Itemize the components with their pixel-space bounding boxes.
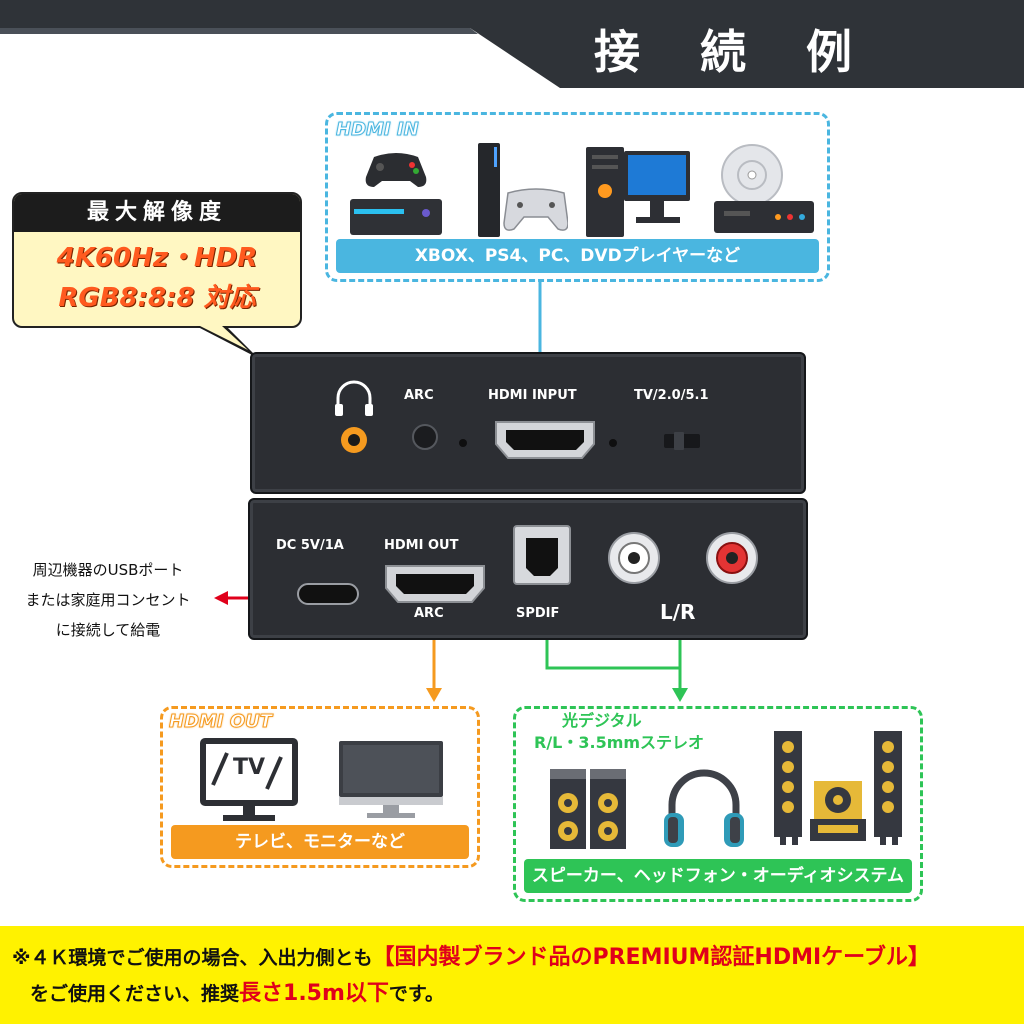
lr-label: L/R (660, 600, 696, 624)
hdmi-out-caption: テレビ、モニターなど (171, 825, 469, 859)
usage-note-line-2-suffix: です。 (388, 983, 445, 1005)
device-rear-panel: DC 5V/1A HDMI OUT ARC SPDIF L/R (248, 498, 808, 640)
usage-note: ※４Ｋ環境でご使用の場合、入出力側とも【国内製ブランド品のPREMIUM認証HD… (0, 926, 1024, 1024)
arc-button[interactable] (410, 422, 440, 452)
monitor-icon (339, 741, 443, 818)
audio-system-icon (774, 731, 902, 845)
arc-button-label: ARC (404, 388, 434, 403)
tv-icon-text: TV (233, 755, 266, 780)
headphones-icon (664, 769, 744, 847)
tv-mode-switch[interactable] (662, 430, 702, 452)
dvd-player-icon (714, 144, 814, 233)
page-title: 接 続 例 (593, 25, 874, 79)
usage-note-line-2: をご使用ください、推奨長さ1.5m以下です。 (12, 976, 1012, 1012)
arc-output-label: ARC (414, 606, 444, 621)
xbox-icon (350, 153, 442, 235)
resolution-pointer (196, 326, 258, 358)
spdif-label: SPDIF (516, 606, 560, 621)
arc-led (459, 439, 467, 447)
usage-note-cable-warning: 【国内製ブランド品のPREMIUM認証HDMIケーブル】 (372, 945, 930, 970)
headphone-jack-icon (335, 380, 373, 416)
bookshelf-speaker-icon (550, 769, 626, 849)
resolution-box: 最大解像度 4K60Hz・HDR RGB8:8:8 対応 (12, 192, 302, 328)
audio-label-line-1: 光デジタル (562, 711, 642, 730)
resolution-line-1: 4K60Hz・HDR (56, 243, 258, 273)
hdmi-out-group: HDMI OUT TV テレビ、モニターなど (160, 706, 480, 868)
hdmi-in-caption: XBOX、PS4、PC、DVDプレイヤーなど (336, 239, 819, 273)
ps4-icon (478, 143, 568, 237)
audio-label-line-2: R/L・3.5mmステレオ (534, 733, 705, 752)
dc-power-label: DC 5V/1A (276, 538, 344, 553)
resolution-heading: 最大解像度 (14, 194, 300, 232)
input-led (609, 439, 617, 447)
rca-right-port[interactable] (704, 530, 760, 586)
usb-note-line-2: または家庭用コンセント (25, 591, 191, 609)
rca-left-port[interactable] (606, 530, 662, 586)
hdmi-in-group: HDMI IN XBOX、PS4、PC、DVDプレイヤーなど (325, 112, 830, 282)
pc-icon (586, 147, 690, 237)
usb-c-power-port[interactable] (296, 580, 360, 608)
usb-note-line-3: に接続して給電 (55, 621, 161, 639)
usb-note-line-1: 周辺機器のUSBポート (32, 561, 184, 579)
device-front-panel: ARC HDMI INPUT TV/2.0/5.1 (250, 352, 806, 494)
spdif-optical-port[interactable] (512, 524, 572, 588)
usage-note-line-2-text: をご使用ください、推奨 (30, 983, 240, 1005)
hdmi-in-label: HDMI IN (336, 119, 420, 141)
tv-mode-label: TV/2.0/5.1 (634, 388, 709, 403)
hdmi-output-port[interactable] (382, 562, 488, 606)
audio-jack-port[interactable] (338, 424, 370, 456)
usage-note-line-1-text: ※４Ｋ環境でご使用の場合、入出力側とも (12, 947, 373, 969)
header-banner (0, 0, 1024, 88)
audio-caption: スピーカー、ヘッドフォン・オーディオシステムなど (524, 859, 912, 920)
usb-power-note: 周辺機器のUSBポート または家庭用コンセント に接続して給電 (8, 555, 208, 645)
hdmi-input-label: HDMI INPUT (488, 388, 577, 403)
tv-icon (200, 738, 298, 821)
audio-output-group: 光デジタル R/L・3.5mmステレオ スピーカー、ヘッドフォン・オーディオシス… (513, 706, 923, 920)
hdmi-out-label: HDMI OUT (168, 711, 273, 733)
hdmi-out-label: HDMI OUT (384, 538, 459, 553)
usage-note-line-1: ※４Ｋ環境でご使用の場合、入出力側とも【国内製ブランド品のPREMIUM認証HD… (12, 940, 1012, 976)
resolution-line-2: RGB8:8:8 対応 (58, 283, 256, 313)
usage-note-length-warning: 長さ1.5m以下 (239, 981, 389, 1006)
hdmi-input-port[interactable] (492, 418, 598, 462)
